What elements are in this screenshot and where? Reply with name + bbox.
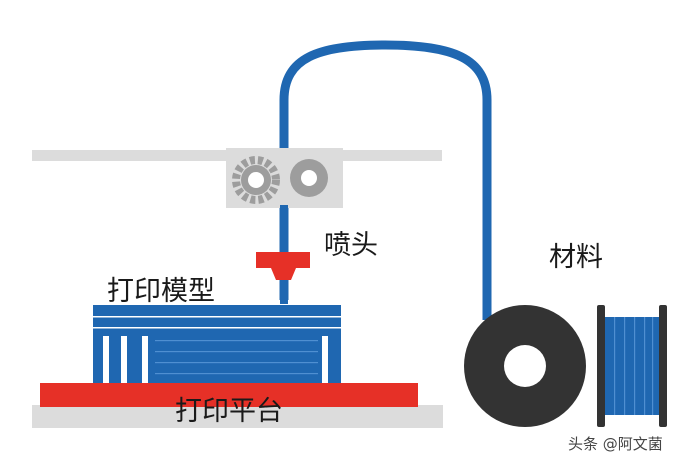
- platform-base: [32, 405, 443, 428]
- filament-feed: [280, 205, 288, 255]
- material-label: 材料: [549, 242, 603, 273]
- filament-tube: [279, 40, 492, 320]
- filament-spool: [464, 305, 586, 427]
- printed-model: [93, 305, 341, 383]
- nozzle-extrusion: [280, 280, 288, 304]
- spool-side-view: [597, 305, 667, 427]
- print-model-label: 打印模型: [107, 276, 215, 307]
- platform-bed: [40, 383, 418, 407]
- print-platform-label: 打印平台: [175, 396, 283, 427]
- watermark: 头条 @阿文菌: [568, 435, 663, 453]
- nozzle-label: 喷头: [324, 230, 378, 261]
- roller-icon: [290, 159, 328, 197]
- nozzle: [256, 252, 310, 280]
- gear-icon: [232, 156, 280, 204]
